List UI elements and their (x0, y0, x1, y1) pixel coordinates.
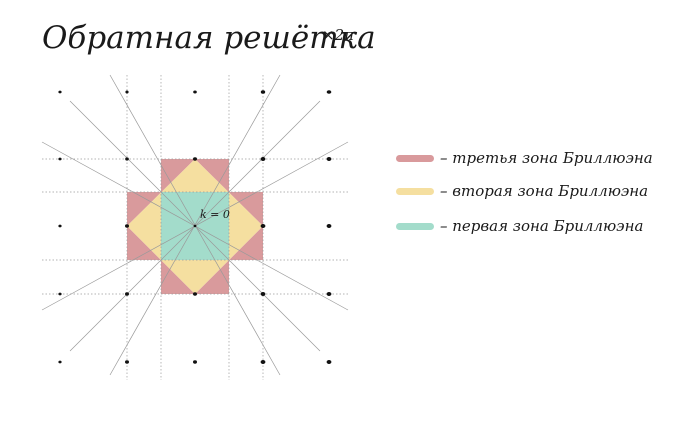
lattice-point (326, 360, 332, 364)
lattice-point (58, 360, 62, 364)
lattice-point (125, 90, 129, 94)
diagram-title-suffix: ×2π (322, 26, 355, 44)
center-point-label: k = 0 (200, 208, 230, 221)
legend-swatch-third-zone (396, 155, 434, 162)
lattice-point (125, 224, 129, 228)
legend-swatch-second-zone (396, 188, 434, 195)
lattice-point (260, 224, 266, 228)
lattice-point (58, 90, 62, 94)
lattice-point (125, 157, 129, 161)
diagram-title: Обратная решётка (42, 20, 376, 56)
lattice-point (125, 292, 129, 296)
lattice-point (260, 292, 266, 296)
legend-item-second-zone: – вторая зона Бриллюэна (396, 182, 648, 200)
lattice-point (193, 157, 197, 161)
lattice-point (193, 90, 197, 94)
lattice-point (326, 157, 332, 161)
legend: – третья зона Бриллюэна – вторая зона Бр… (396, 149, 653, 235)
legend-label-third-zone: – третья зона Бриллюэна (440, 149, 653, 167)
lattice-point (260, 360, 266, 364)
legend-label-second-zone: – вторая зона Бриллюэна (440, 182, 648, 200)
lattice-point (326, 292, 332, 296)
lattice-points (58, 90, 332, 364)
lattice-point (193, 224, 197, 228)
legend-item-third-zone: – третья зона Бриллюэна (396, 149, 653, 167)
lattice-point (260, 157, 266, 161)
legend-item-first-zone: – первая зона Бриллюэна (396, 217, 643, 235)
lattice-point (58, 292, 62, 296)
lattice-point (326, 90, 332, 94)
legend-swatch-first-zone (396, 223, 434, 230)
lattice-point (193, 292, 197, 296)
lattice-point (193, 360, 197, 364)
lattice-point (58, 157, 62, 161)
lattice-point (125, 360, 129, 364)
legend-label-first-zone: – первая зона Бриллюэна (440, 217, 643, 235)
lattice-point (326, 224, 332, 228)
lattice-point (260, 90, 266, 94)
lattice-point (58, 224, 62, 228)
